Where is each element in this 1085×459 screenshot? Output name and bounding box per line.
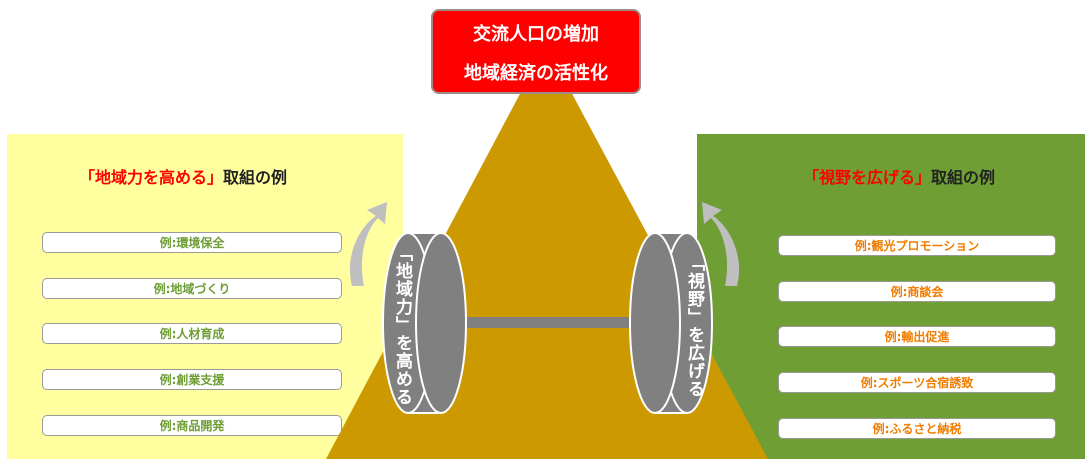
right-item-export: 例:輸出促進 <box>778 326 1056 347</box>
barbell-bar <box>454 317 639 328</box>
right-item-sports-camp: 例:スポーツ合宿誘致 <box>778 372 1056 393</box>
left-item-community: 例:地域づくり <box>42 278 342 299</box>
right-title-rest: 取組の例 <box>931 168 996 187</box>
right-panel: 「視野を広げる」取組の例 例:観光プロモーション 例:商談会 例:輸出促進 例:… <box>697 134 1085 459</box>
left-up-arrow-icon <box>349 202 387 286</box>
right-title-emphasis: 「視野を広げる」 <box>803 168 932 187</box>
right-weight <box>629 232 713 414</box>
left-panel-title: 「地域力を高める」取組の例 <box>79 164 287 188</box>
left-panel: 「地域力を高める」取組の例 例:環境保全 例:地域づくり 例:人材育成 例:創業… <box>7 134 403 459</box>
right-item-furusato-tax: 例:ふるさと納税 <box>778 418 1056 439</box>
left-item-environment: 例:環境保全 <box>42 232 342 253</box>
left-weight <box>382 232 467 414</box>
left-weight-label: 「地域力」を高める <box>392 244 412 406</box>
left-item-startup: 例:創業支援 <box>42 369 342 390</box>
left-item-talent: 例:人材育成 <box>42 323 342 344</box>
left-title-emphasis: 「地域力を高める」 <box>79 168 224 187</box>
right-item-tourism: 例:観光プロモーション <box>778 235 1056 256</box>
goal-line-population: 交流人口の増加 <box>473 24 599 45</box>
left-item-product: 例:商品開発 <box>42 415 342 436</box>
right-up-arrow-icon <box>702 202 740 286</box>
right-panel-title: 「視野を広げる」取組の例 <box>803 164 995 188</box>
goal-line-economy: 地域経済の活性化 <box>464 63 608 84</box>
right-item-business-meeting: 例:商談会 <box>778 281 1056 302</box>
right-weight-label: 「視野」を広げる <box>684 254 704 398</box>
goal-box: 交流人口の増加 地域経済の活性化 <box>431 9 641 94</box>
left-title-rest: 取組の例 <box>223 168 288 187</box>
